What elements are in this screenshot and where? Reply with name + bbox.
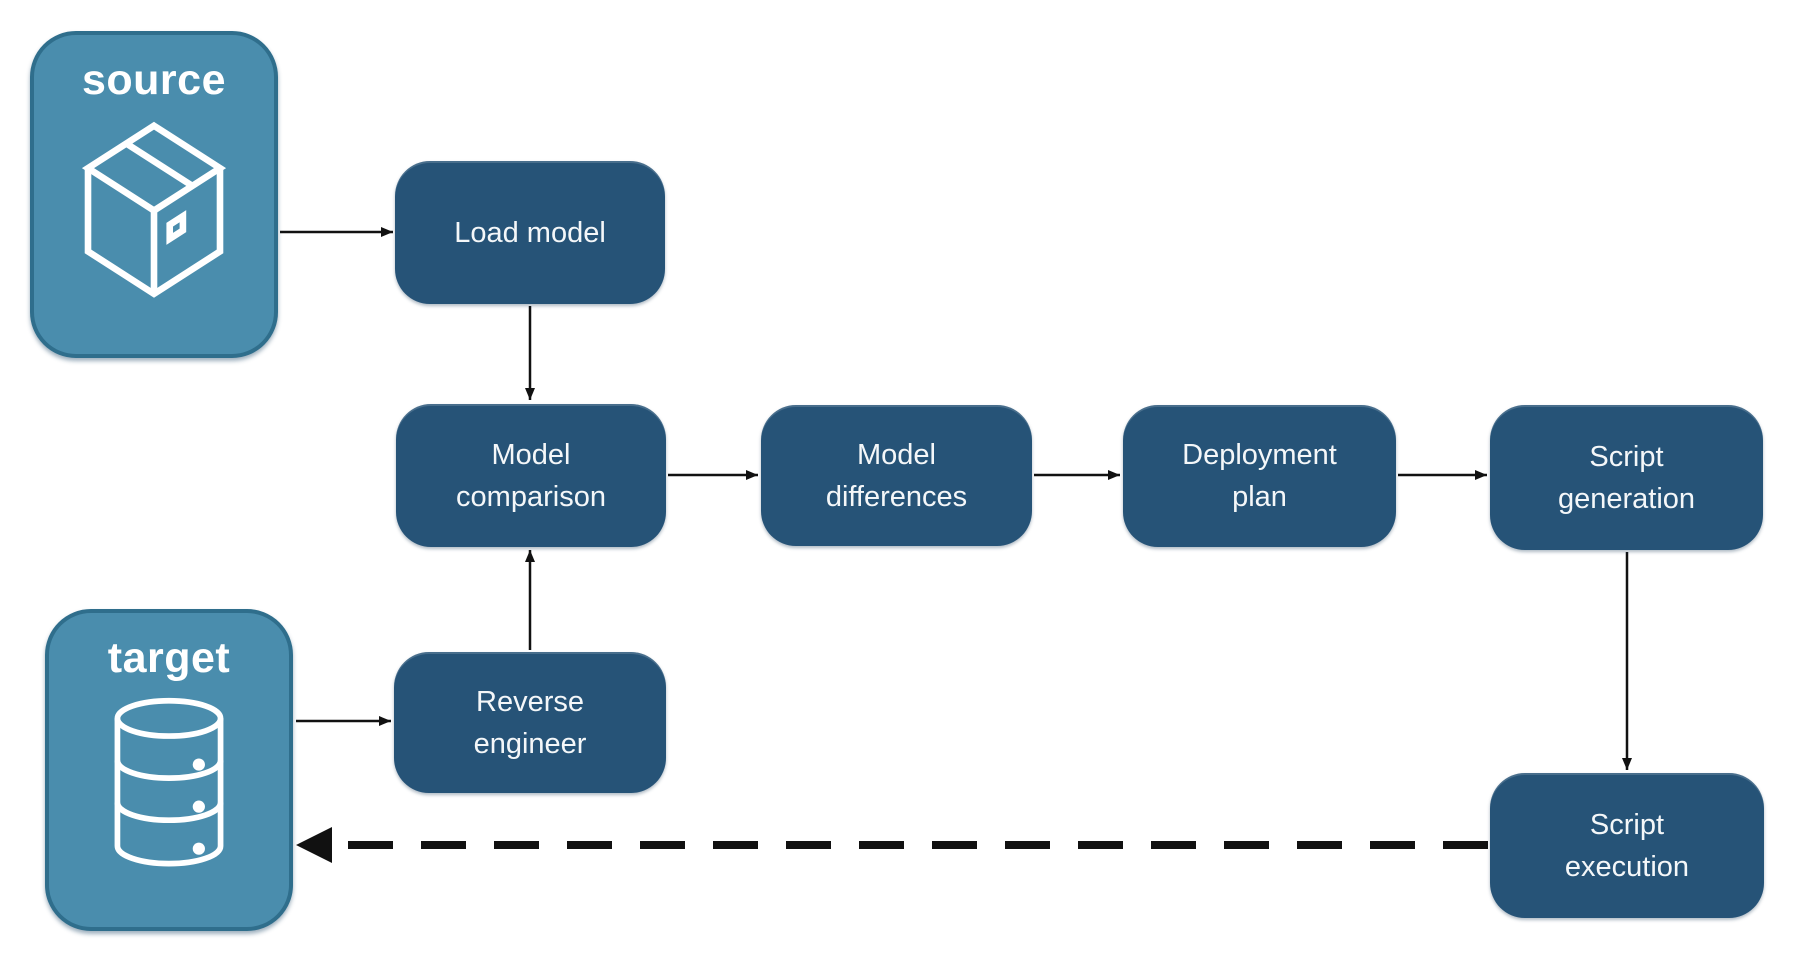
- node-load-model: Load model: [395, 161, 665, 304]
- node-script-generation: Script generation: [1490, 405, 1763, 550]
- reverse-engineer-label: Reverse engineer: [473, 685, 587, 760]
- node-target: target: [45, 609, 293, 931]
- model-comparison-label: Model comparison: [456, 438, 606, 513]
- node-model-comparison: Model comparison: [396, 404, 666, 547]
- deployment-plan-label: Deployment plan: [1182, 439, 1337, 513]
- node-script-execution: Script execution: [1490, 773, 1764, 918]
- script-generation-label: Script generation: [1557, 440, 1696, 515]
- dashed-arrowhead: [296, 827, 332, 863]
- target-label: target: [107, 634, 231, 682]
- node-deployment-plan: Deployment plan: [1123, 405, 1396, 547]
- database-icon: [114, 698, 224, 867]
- source-label: source: [81, 56, 226, 104]
- package-icon: [81, 122, 227, 299]
- node-source: source: [30, 31, 278, 358]
- script-execution-label: Script execution: [1564, 808, 1690, 883]
- node-model-differences: Model differences: [761, 405, 1032, 546]
- model-differences-label: Model differences: [825, 438, 968, 513]
- node-reverse-engineer: Reverse engineer: [394, 652, 666, 793]
- load-model-label: Load model: [454, 216, 606, 249]
